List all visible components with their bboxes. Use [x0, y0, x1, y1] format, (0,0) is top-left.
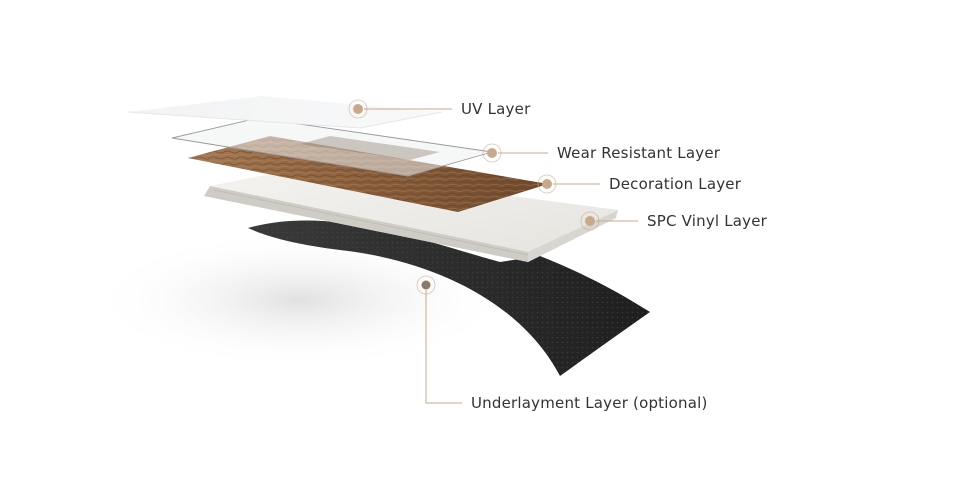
underlayment-layer-label: Underlayment Layer (optional) — [471, 394, 708, 412]
wear-marker-dot — [482, 143, 502, 163]
spc-vinyl-layer-shape — [204, 168, 618, 262]
uv-layer-shape — [127, 96, 443, 129]
underlayment-layer-shape — [248, 220, 650, 376]
underlayment-leader-line — [425, 290, 462, 404]
decoration-marker-dot — [537, 174, 557, 194]
underlayment-marker-dot — [416, 275, 436, 295]
spc-marker-dot — [580, 211, 600, 231]
wear-resistant-layer-label: Wear Resistant Layer — [557, 144, 721, 162]
uv-layer-label: UV Layer — [461, 100, 531, 118]
leader-lines — [364, 108, 638, 404]
uv-marker-dot — [348, 99, 368, 119]
floor-shadow — [90, 230, 510, 370]
spc-vinyl-layer-label: SPC Vinyl Layer — [647, 212, 768, 230]
markers — [348, 99, 600, 295]
decoration-layer-label: Decoration Layer — [609, 175, 742, 193]
